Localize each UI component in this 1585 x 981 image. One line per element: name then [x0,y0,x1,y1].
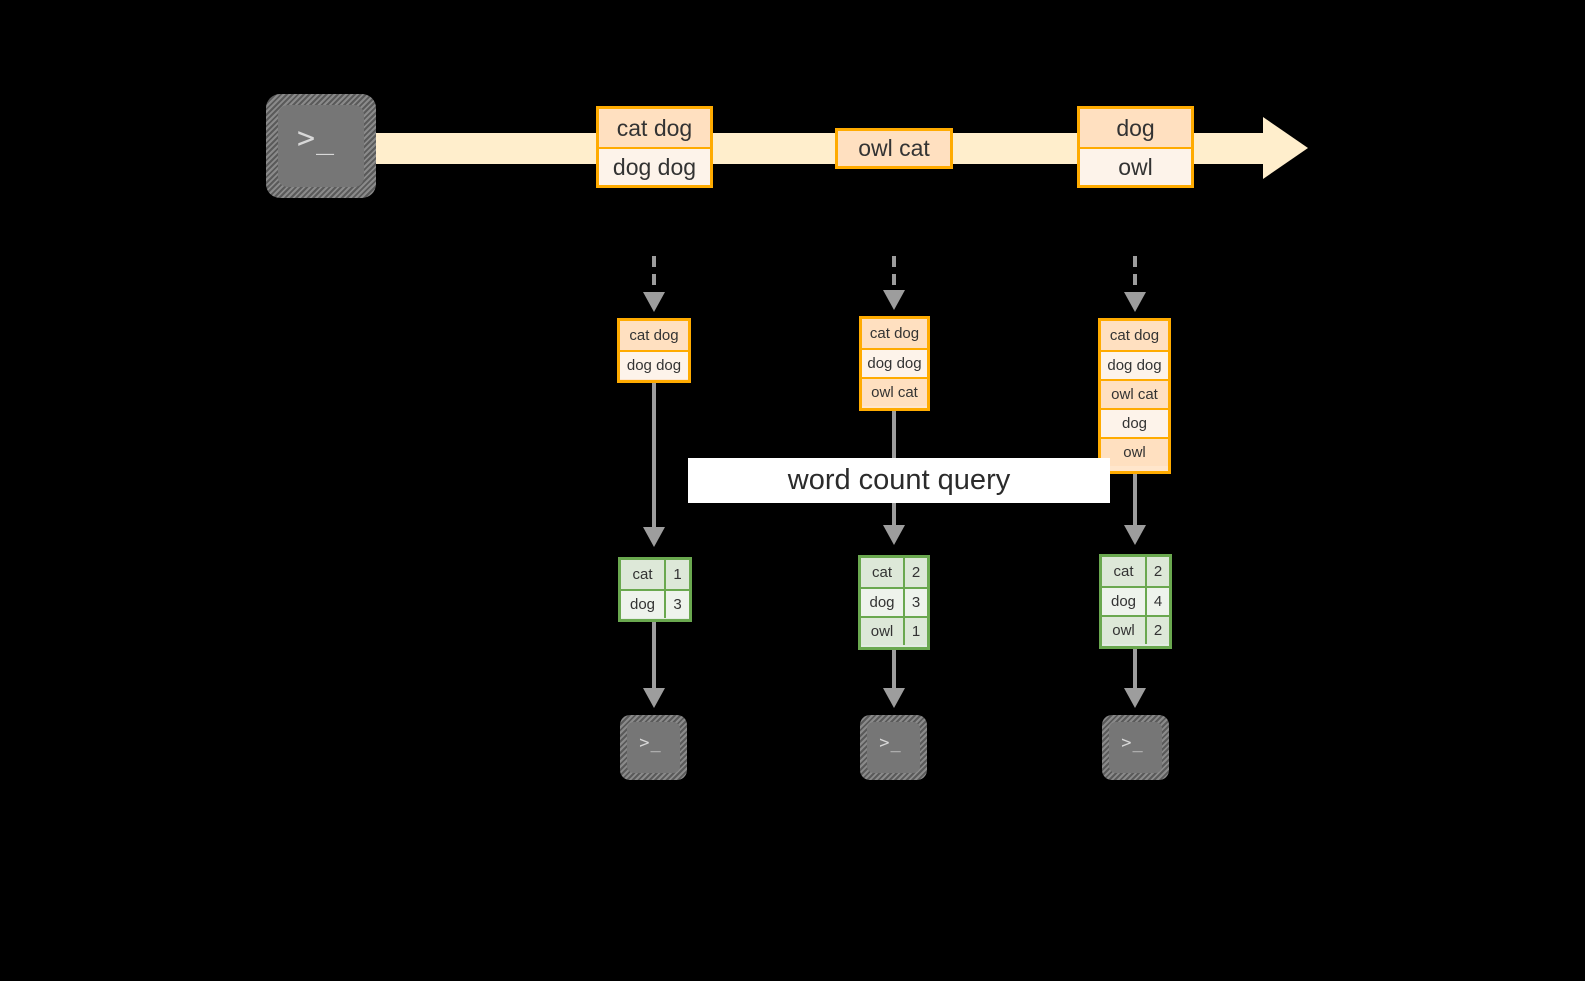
stage-3-input-box[interactable]: cat dog dog dog owl cat dog owl [1098,318,1171,474]
terminal-prompt-glyph: >_ [639,733,662,753]
stage-3-sink-terminal-icon[interactable]: >_ [1102,715,1169,780]
stage-2-result-value: 1 [903,618,927,645]
stage-2-result-table[interactable]: cat 2 dog 3 owl 1 [858,555,930,650]
stage-1-result-value: 1 [664,560,689,589]
stage-3-input-row: owl [1101,437,1168,466]
stage-1-sink-arrowhead [643,688,665,708]
stream-batch-3-row: dog [1080,109,1191,147]
stage-1-input-row: dog dog [620,350,688,379]
stage-3-result-key: cat [1113,563,1134,580]
stage-1-result-key: cat [632,566,653,583]
table-row: cat 2 [861,558,927,587]
stage-2-result-value: 3 [903,589,927,616]
stage-3-input-row: dog dog [1101,350,1168,379]
stage-3-sink-arrowhead [1124,688,1146,708]
stage-2-input-row: dog dog [862,348,927,377]
stage-3-input-row: owl cat [1101,379,1168,408]
stream-batch-1-row: dog dog [599,147,710,185]
stage-2-sink-terminal-icon[interactable]: >_ [860,715,927,780]
stage-1-result-value: 3 [664,591,689,618]
stage-3-result-value: 2 [1145,557,1169,586]
terminal-prompt-glyph: >_ [296,121,336,156]
table-row: dog 3 [861,587,927,616]
terminal-body [867,722,920,773]
stage-1-query-arrowhead [643,527,665,547]
stage-2-input-box[interactable]: cat dog dog dog owl cat [859,316,930,411]
stage-3-feed-arrowhead [1124,292,1146,312]
stage-1-feed-line [652,256,656,296]
stage-2-result-key: owl [870,623,894,640]
stage-1-feed-arrowhead [643,292,665,312]
stream-batch-1[interactable]: cat dog dog dog [596,106,713,188]
stage-3-feed-line [1133,256,1137,296]
stage-3-result-value: 4 [1145,588,1169,615]
table-row: owl 1 [861,616,927,645]
stage-3-sink-line [1133,649,1137,692]
stage-3-result-key: dog [1110,593,1137,610]
stage-2-input-row: owl cat [862,377,927,406]
stage-3-query-line [1133,474,1137,529]
stage-2-feed-arrowhead [883,290,905,310]
stream-batch-3[interactable]: dog owl [1077,106,1194,188]
stage-3-result-value: 2 [1145,617,1169,644]
stream-arrow-head [1263,117,1308,179]
table-row: owl 2 [1102,615,1169,644]
stage-2-feed-line [892,256,896,294]
stage-3-result-table[interactable]: cat 2 dog 4 owl 2 [1099,554,1172,649]
table-row: dog 3 [621,589,689,618]
stage-1-input-row: cat dog [620,321,688,350]
stage-2-result-key: cat [871,564,892,581]
stage-3-query-arrowhead [1124,525,1146,545]
stage-3-input-row: cat dog [1101,321,1168,350]
stage-1-query-line [652,383,656,531]
terminal-body [278,105,364,187]
stage-2-result-key: dog [869,594,895,611]
stage-1-input-box[interactable]: cat dog dog dog [617,318,691,383]
stage-2-sink-line [892,650,896,692]
stage-1-result-table[interactable]: cat 1 dog 3 [618,557,692,622]
terminal-prompt-glyph: >_ [879,733,902,753]
stage-1-sink-terminal-icon[interactable]: >_ [620,715,687,780]
stream-batch-1-row: cat dog [599,109,710,147]
table-row: cat 2 [1102,557,1169,586]
stage-2-input-row: cat dog [862,319,927,348]
stream-batch-2-row: owl cat [838,131,950,166]
terminal-prompt-glyph: >_ [1121,733,1144,753]
stream-batch-3-row: owl [1080,147,1191,185]
table-row: dog 4 [1102,586,1169,615]
query-label-band: word count query [688,458,1110,503]
stage-2-sink-arrowhead [883,688,905,708]
stage-3-input-row: dog [1101,408,1168,437]
stage-1-result-key: dog [629,596,656,613]
stream-batch-2[interactable]: owl cat [835,128,953,169]
stage-2-result-value: 2 [903,558,927,587]
table-row: cat 1 [621,560,689,589]
source-terminal-icon[interactable]: >_ [266,94,376,198]
stage-3-result-key: owl [1112,622,1135,639]
terminal-body [1109,722,1162,773]
terminal-body [627,722,680,773]
stage-2-query-arrowhead [883,525,905,545]
query-label-text: word count query [787,464,1011,496]
stage-1-sink-line [652,622,656,692]
